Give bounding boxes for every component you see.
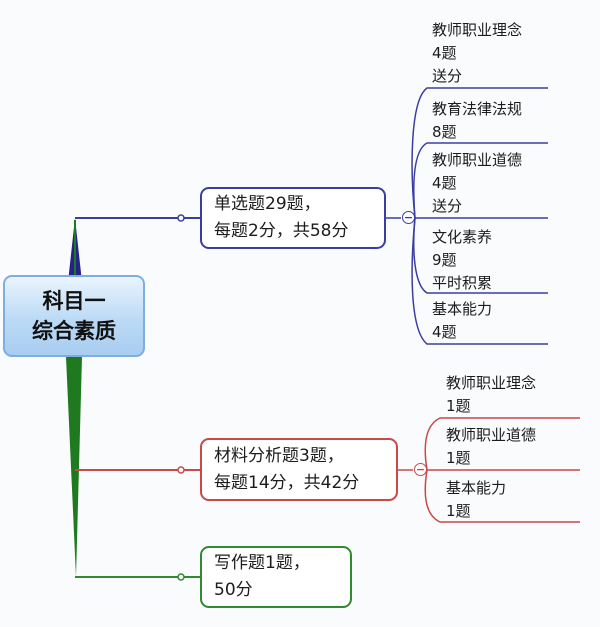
minus-icon: − bbox=[403, 211, 414, 224]
leaf-connector-8 bbox=[424, 469, 580, 523]
minus-icon: − bbox=[415, 463, 426, 476]
leaf-title: 基本能力 bbox=[446, 479, 507, 497]
node-single-choice[interactable]: 单选题29题， 每题2分，共58分 bbox=[200, 187, 386, 249]
leaf-single-3[interactable]: 教师职业道德 4题 送分 bbox=[432, 149, 522, 218]
leaf-single-1[interactable]: 教师职业理念 4题 送分 bbox=[432, 19, 522, 88]
leaf-count: 1题 bbox=[446, 502, 471, 520]
root-title-line2: 综合素质 bbox=[32, 319, 116, 343]
leaf-count: 4题 bbox=[432, 174, 457, 192]
branch-single-joint bbox=[177, 214, 185, 222]
leaf-connector-6 bbox=[424, 417, 580, 471]
branch-material-joint bbox=[177, 466, 185, 474]
leaf-single-2[interactable]: 教育法律法规 8题 bbox=[432, 98, 522, 144]
leaf-single-4[interactable]: 文化素养 9题 平时积累 bbox=[432, 226, 492, 295]
leaf-note: 送分 bbox=[432, 197, 463, 215]
leaf-title: 基本能力 bbox=[432, 300, 493, 318]
leaf-title: 教师职业道德 bbox=[432, 151, 523, 169]
collapse-toggle-material[interactable]: − bbox=[414, 463, 427, 476]
leaf-connector-5 bbox=[411, 217, 548, 345]
leaf-count: 1题 bbox=[446, 449, 471, 467]
leaf-count: 4题 bbox=[432, 44, 457, 62]
leaf-material-3[interactable]: 基本能力 1题 bbox=[446, 477, 506, 523]
node-single-line1: 单选题29题， bbox=[214, 194, 321, 214]
root-node[interactable]: 科目一 综合素质 bbox=[3, 275, 145, 357]
leaf-connector-2 bbox=[413, 142, 548, 219]
leaf-count: 4题 bbox=[432, 323, 457, 341]
leaf-title: 教育法律法规 bbox=[432, 100, 523, 118]
branch-writing-joint bbox=[177, 573, 185, 581]
leaf-single-5[interactable]: 基本能力 4题 bbox=[432, 298, 492, 344]
node-writing-line2: 50分 bbox=[214, 580, 253, 600]
leaf-material-1[interactable]: 教师职业理念 1题 bbox=[446, 372, 536, 418]
leaf-title: 教师职业道德 bbox=[446, 426, 537, 444]
leaf-note: 平时积累 bbox=[432, 274, 493, 292]
collapse-toggle-single[interactable]: − bbox=[402, 211, 415, 224]
node-writing[interactable]: 写作题1题， 50分 bbox=[200, 546, 352, 608]
leaf-count: 9题 bbox=[432, 251, 457, 269]
leaf-title: 教师职业理念 bbox=[432, 21, 523, 39]
leaf-count: 1题 bbox=[446, 397, 471, 415]
node-material-line2: 每题14分，共42分 bbox=[214, 472, 360, 493]
leaf-title: 文化素养 bbox=[432, 228, 493, 246]
leaf-count: 8题 bbox=[432, 123, 457, 141]
root-title-line1: 科目一 bbox=[42, 289, 106, 313]
node-writing-line1: 写作题1题， bbox=[214, 553, 310, 573]
node-material-analysis[interactable]: 材料分析题3题， 每题14分，共42分 bbox=[200, 438, 398, 501]
leaf-note: 送分 bbox=[432, 67, 463, 85]
leaf-material-2[interactable]: 教师职业道德 1题 bbox=[446, 424, 536, 470]
node-material-line1: 材料分析题3题， bbox=[214, 445, 344, 466]
node-single-line2: 每题2分，共58分 bbox=[214, 221, 349, 241]
leaf-title: 教师职业理念 bbox=[446, 374, 537, 392]
